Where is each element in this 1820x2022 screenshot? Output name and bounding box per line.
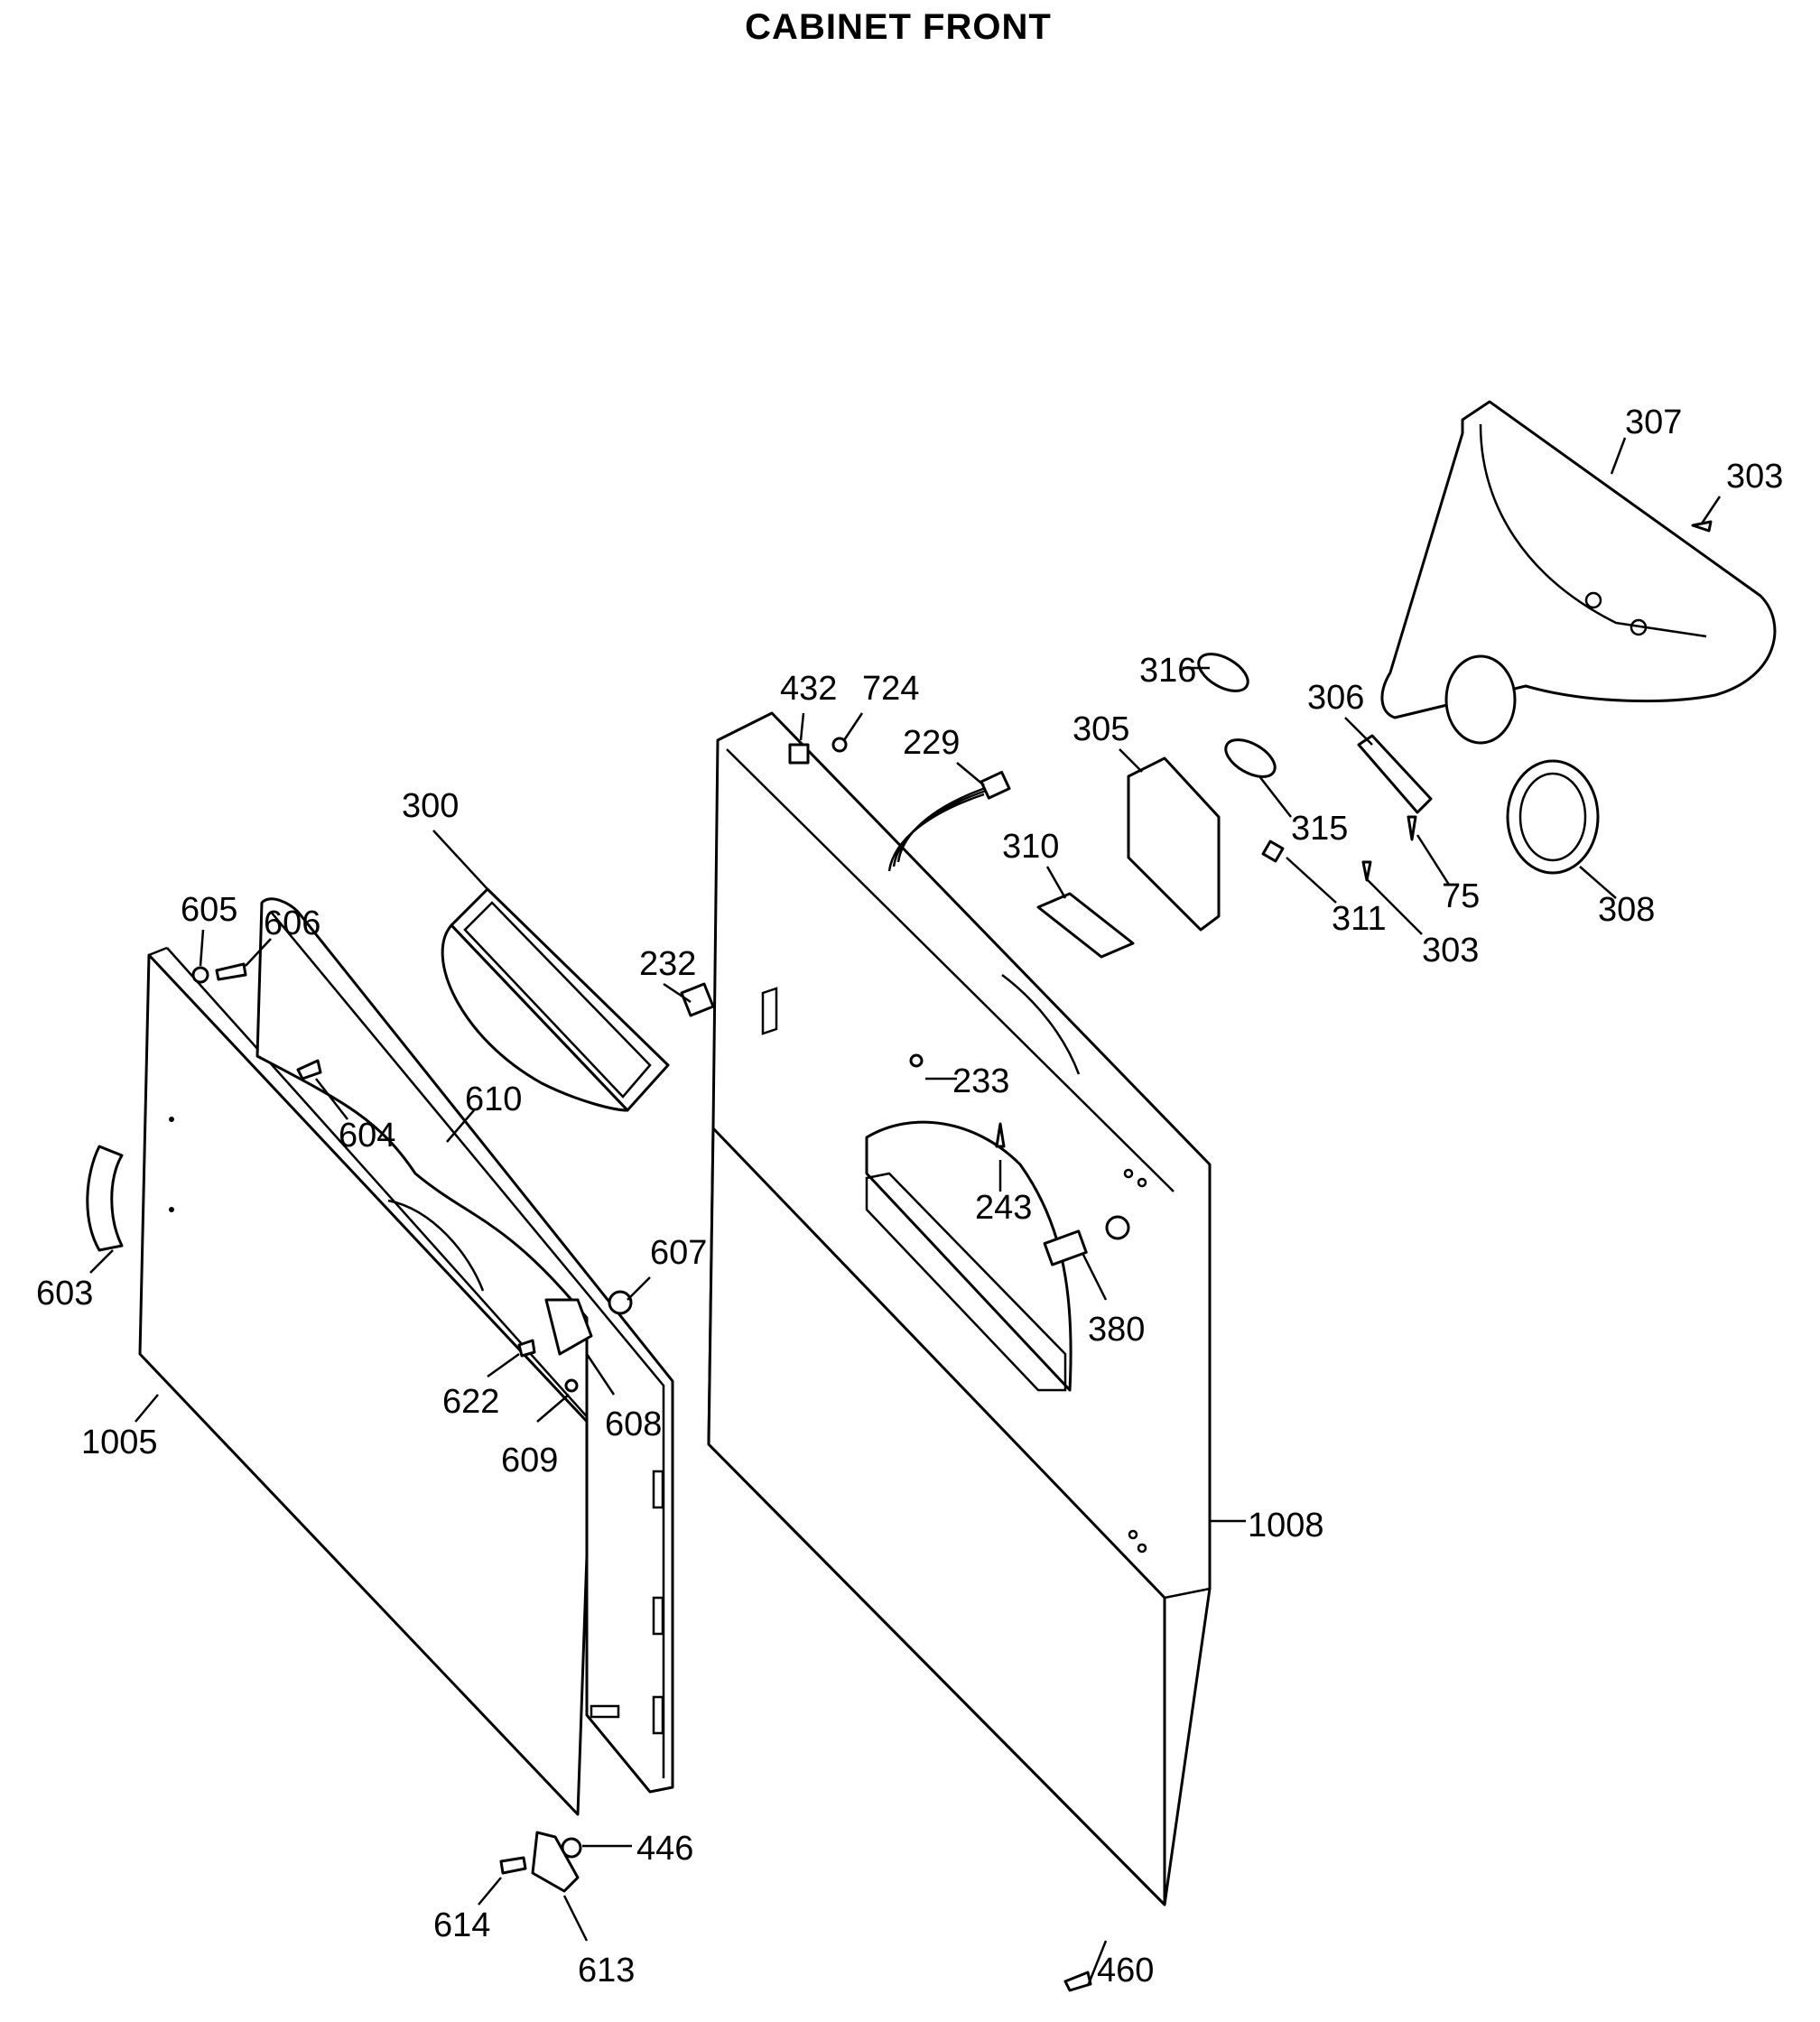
callout-432: 432: [780, 670, 837, 708]
callout-316: 316: [1139, 652, 1196, 690]
callout-307: 307: [1625, 403, 1682, 441]
callout-303-mid: 303: [1422, 932, 1479, 969]
callout-614: 614: [433, 1906, 490, 1944]
callout-229: 229: [903, 724, 960, 762]
callout-311: 311: [1332, 900, 1387, 938]
callout-446: 446: [636, 1830, 693, 1868]
diagram-title: CABINET FRONT: [745, 7, 1052, 47]
callout-300: 300: [402, 787, 459, 825]
callout-243: 243: [975, 1189, 1032, 1227]
callout-610: 610: [465, 1081, 522, 1118]
door-switch: [1043, 1215, 1130, 1266]
callout-232: 232: [639, 945, 696, 983]
callout-308: 308: [1598, 891, 1655, 929]
callout-315: 315: [1291, 810, 1348, 848]
callout-607: 607: [650, 1234, 707, 1272]
callout-608: 608: [605, 1405, 662, 1443]
callout-622: 622: [442, 1383, 499, 1421]
front-bulkhead: [1380, 400, 1777, 745]
callout-604: 604: [339, 1117, 395, 1155]
callout-305: 305: [1072, 710, 1129, 748]
callout-310: 310: [1002, 828, 1059, 866]
callout-606: 606: [264, 904, 320, 942]
door-liner: [255, 897, 674, 1794]
cabinet-front-panel: [707, 711, 1212, 1906]
callout-labels: 307 303 316 306 305 432 724 229 310 315 …: [36, 403, 1783, 1990]
callout-380: 380: [1088, 1311, 1145, 1349]
callout-303-top: 303: [1726, 458, 1783, 496]
lint-filter: [441, 887, 670, 1112]
callout-460: 460: [1097, 1952, 1154, 1990]
wire-harness: [887, 784, 994, 872]
callout-75: 75: [1442, 877, 1480, 915]
callout-605: 605: [181, 891, 237, 929]
door-panel: [138, 946, 593, 1816]
callout-609: 609: [501, 1442, 558, 1479]
control-bracket: [1127, 756, 1221, 932]
leader-lines: [89, 437, 1722, 1987]
door-handle: [86, 1145, 124, 1252]
callout-1008: 1008: [1248, 1507, 1324, 1544]
callout-1005: 1005: [81, 1424, 158, 1461]
callout-724: 724: [862, 670, 919, 708]
callout-306: 306: [1307, 679, 1364, 717]
callout-603: 603: [36, 1275, 93, 1312]
callout-233: 233: [952, 1062, 1009, 1100]
callout-613: 613: [578, 1952, 635, 1990]
seal-ring: [1506, 759, 1600, 875]
